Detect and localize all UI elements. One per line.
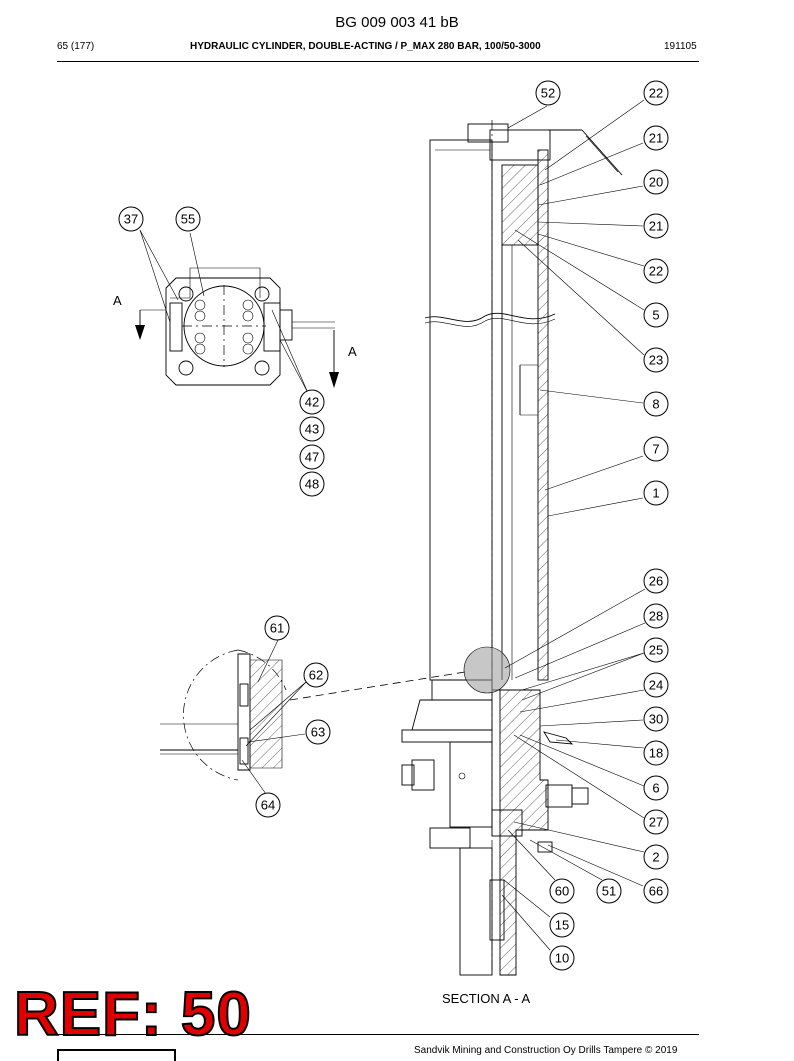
callout-62: 62 bbox=[303, 662, 329, 688]
callout-28: 28 bbox=[643, 603, 669, 629]
svg-text:66: 66 bbox=[649, 884, 663, 899]
footer-copyright: Sandvik Mining and Construction Oy Drill… bbox=[414, 1045, 678, 1056]
svg-text:60: 60 bbox=[555, 884, 569, 899]
svg-text:27: 27 bbox=[649, 815, 663, 830]
svg-text:21: 21 bbox=[649, 219, 663, 234]
callout-7: 7 bbox=[643, 436, 669, 462]
svg-text:15: 15 bbox=[555, 918, 569, 933]
callout-23: 23 bbox=[643, 347, 669, 373]
callout-10: 10 bbox=[549, 945, 575, 971]
section-caption: SECTION A - A bbox=[442, 991, 530, 1006]
svg-text:62: 62 bbox=[309, 668, 323, 683]
callout-20: 20 bbox=[643, 169, 669, 195]
section-marker-right: A bbox=[348, 344, 357, 359]
callout-15: 15 bbox=[549, 912, 575, 938]
svg-text:48: 48 bbox=[305, 477, 319, 492]
svg-text:55: 55 bbox=[181, 212, 195, 227]
callout-6: 6 bbox=[643, 775, 669, 801]
callout-64: 64 bbox=[255, 792, 281, 818]
svg-text:30: 30 bbox=[649, 712, 663, 727]
document-id: BG 009 003 41 bB bbox=[335, 14, 459, 31]
svg-text:22: 22 bbox=[649, 86, 663, 101]
page-number: 65 (177) bbox=[57, 41, 95, 52]
svg-text:7: 7 bbox=[652, 442, 659, 457]
svg-text:64: 64 bbox=[261, 798, 275, 813]
svg-text:20: 20 bbox=[649, 175, 663, 190]
callout-60: 60 bbox=[549, 878, 575, 904]
callout-42: 42 bbox=[299, 389, 325, 415]
svg-text:5: 5 bbox=[652, 308, 659, 323]
callout-21: 21 bbox=[643, 125, 669, 151]
callout-66: 66 bbox=[643, 878, 669, 904]
svg-text:18: 18 bbox=[649, 746, 663, 761]
header-rule bbox=[57, 61, 699, 62]
svg-text:2: 2 bbox=[652, 850, 659, 865]
company-logo bbox=[57, 1049, 176, 1061]
callout-61: 61 bbox=[264, 615, 290, 641]
callout-22: 22 bbox=[643, 80, 669, 106]
svg-text:61: 61 bbox=[270, 621, 284, 636]
document-code: 191105 bbox=[664, 41, 697, 52]
callout-63: 63 bbox=[305, 719, 331, 745]
svg-text:1: 1 bbox=[652, 486, 659, 501]
callout-26: 26 bbox=[643, 568, 669, 594]
callout-2: 2 bbox=[643, 844, 669, 870]
callout-5: 5 bbox=[643, 302, 669, 328]
section-marker-left: A bbox=[113, 293, 122, 308]
callout-18: 18 bbox=[643, 740, 669, 766]
svg-text:37: 37 bbox=[124, 212, 138, 227]
callout-52: 52 bbox=[535, 80, 561, 106]
callout-27: 27 bbox=[643, 809, 669, 835]
svg-text:10: 10 bbox=[555, 951, 569, 966]
callout-1: 1 bbox=[643, 480, 669, 506]
reference-stamp: REF: 50 bbox=[13, 980, 252, 1049]
svg-text:42: 42 bbox=[305, 395, 319, 410]
svg-text:63: 63 bbox=[311, 725, 325, 740]
callout-37: 37 bbox=[118, 206, 144, 232]
svg-text:22: 22 bbox=[649, 264, 663, 279]
callout-22b: 22 bbox=[643, 258, 669, 284]
svg-text:25: 25 bbox=[649, 643, 663, 658]
flange-view bbox=[135, 267, 339, 388]
callout-8: 8 bbox=[643, 391, 669, 417]
callout-43: 43 bbox=[299, 416, 325, 442]
callout-55: 55 bbox=[175, 206, 201, 232]
svg-text:52: 52 bbox=[541, 86, 555, 101]
svg-text:47: 47 bbox=[305, 450, 319, 465]
detail-view bbox=[160, 649, 466, 781]
leader-lines bbox=[139, 99, 646, 951]
svg-text:23: 23 bbox=[649, 353, 663, 368]
footer-rule bbox=[57, 1034, 699, 1035]
svg-text:28: 28 bbox=[649, 609, 663, 624]
svg-text:43: 43 bbox=[305, 422, 319, 437]
document-title: HYDRAULIC CYLINDER, DOUBLE-ACTING / P_MA… bbox=[190, 41, 541, 52]
callout-30: 30 bbox=[643, 706, 669, 732]
callout-21b: 21 bbox=[643, 213, 669, 239]
callout-25: 25 bbox=[643, 637, 669, 663]
svg-text:6: 6 bbox=[652, 781, 659, 796]
svg-text:21: 21 bbox=[649, 131, 663, 146]
callout-24: 24 bbox=[643, 672, 669, 698]
svg-text:51: 51 bbox=[602, 884, 616, 899]
cylinder-section bbox=[401, 120, 623, 976]
svg-text:24: 24 bbox=[649, 678, 663, 693]
callout-48: 48 bbox=[299, 471, 325, 497]
svg-text:8: 8 bbox=[652, 397, 659, 412]
callout-51: 51 bbox=[596, 878, 622, 904]
callout-47: 47 bbox=[299, 444, 325, 470]
svg-text:26: 26 bbox=[649, 574, 663, 589]
